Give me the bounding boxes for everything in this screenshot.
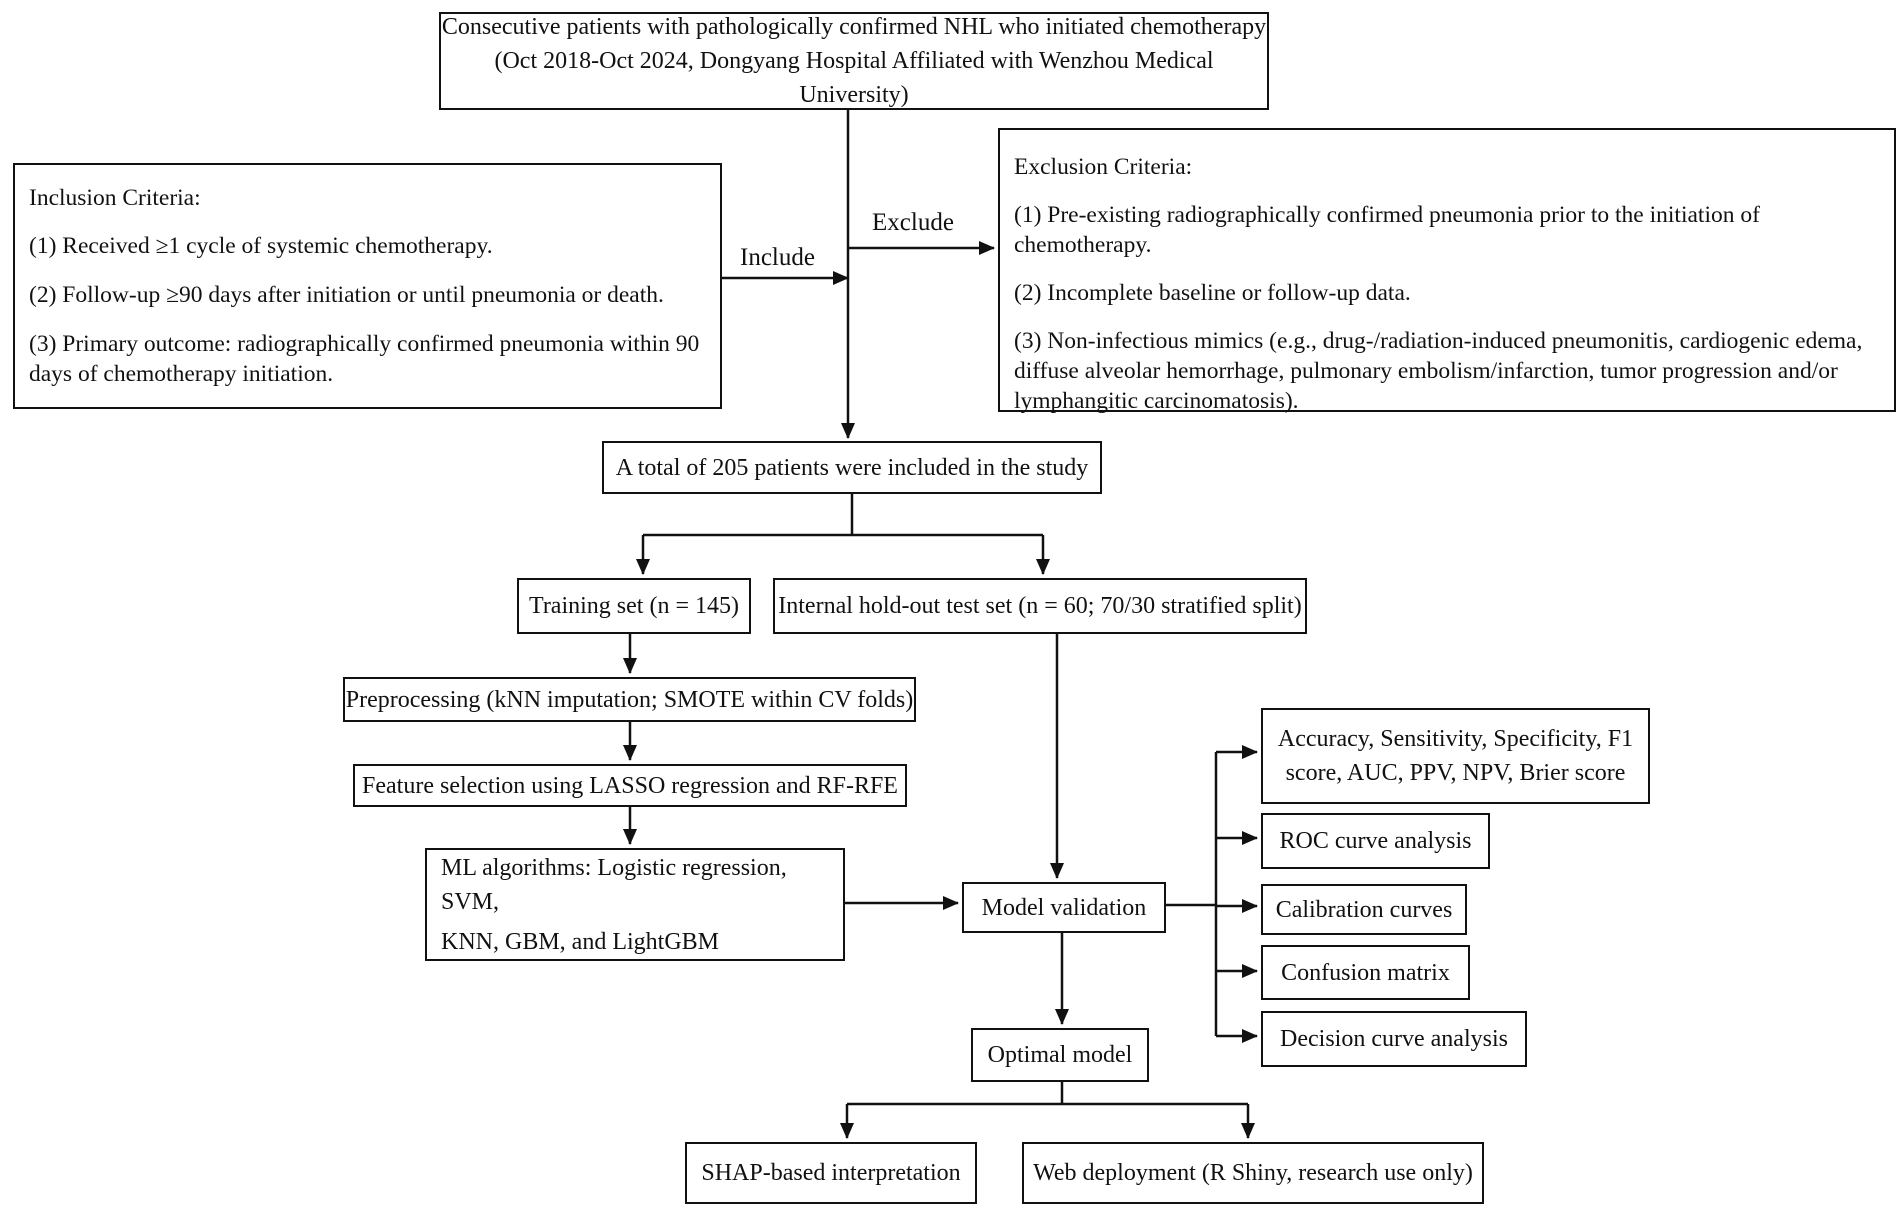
ml-algorithms-line2: KNN, GBM, and LightGBM: [441, 928, 720, 955]
exclusion-criteria-box: Exclusion Criteria: (1) Pre-existing rad…: [998, 128, 1896, 414]
model-validation-box: Model validation: [962, 882, 1166, 933]
metrics-line2: score, AUC, PPV, NPV, Brier score: [1285, 760, 1626, 786]
metrics-box: Accuracy, Sensitivity, Specificity, F1 s…: [1261, 708, 1650, 804]
cohort-source-box: Consecutive patients with pathologically…: [439, 12, 1269, 110]
feature-selection-box: Feature selection using LASSO regression…: [353, 764, 907, 807]
inclusion-criteria-box: Inclusion Criteria: (1) Received ≥1 cycl…: [13, 163, 722, 409]
cohort-source-line1: Consecutive patients with pathologically…: [441, 14, 1267, 40]
decision-curve-box: Decision curve analysis: [1261, 1011, 1527, 1067]
confusion-matrix-box: Confusion matrix: [1261, 945, 1470, 1000]
optimal-model-box: Optimal model: [971, 1028, 1149, 1082]
exclusion-title: Exclusion Criteria:: [1014, 154, 1193, 180]
inclusion-item-1: (1) Received ≥1 cycle of systemic chemot…: [29, 233, 493, 259]
cohort-source-line2: (Oct 2018-Oct 2024, Dongyang Hospital Af…: [494, 48, 1214, 108]
inclusion-item-3: (3) Primary outcome: radiographically co…: [29, 331, 700, 387]
training-set-box: Training set (n = 145): [517, 578, 751, 634]
inclusion-title: Inclusion Criteria:: [29, 185, 201, 211]
exclusion-item-3: (3) Non-infectious mimics (e.g., drug-/r…: [1014, 328, 1863, 414]
exclusion-item-2: (2) Incomplete baseline or follow-up dat…: [1014, 280, 1411, 306]
ml-algorithms-box: ML algorithms: Logistic regression, SVM,…: [425, 848, 845, 961]
exclude-label: Exclude: [872, 209, 954, 236]
include-label: Include: [740, 244, 815, 271]
exclusion-item-1: (1) Pre-existing radiographically confir…: [1014, 202, 1760, 258]
calibration-curves-box: Calibration curves: [1261, 884, 1467, 935]
test-set-box: Internal hold-out test set (n = 60; 70/3…: [773, 578, 1307, 634]
ml-algorithms-line1: ML algorithms: Logistic regression, SVM,: [441, 854, 787, 915]
roc-curve-box: ROC curve analysis: [1261, 813, 1490, 869]
preprocessing-box: Preprocessing (kNN imputation; SMOTE wit…: [343, 677, 916, 722]
shap-interpretation-box: SHAP-based interpretation: [685, 1142, 977, 1204]
metrics-line1: Accuracy, Sensitivity, Specificity, F1: [1277, 726, 1634, 752]
inclusion-item-2: (2) Follow-up ≥90 days after initiation …: [29, 282, 664, 308]
web-deployment-box: Web deployment (R Shiny, research use on…: [1022, 1142, 1484, 1204]
total-patients-box: A total of 205 patients were included in…: [602, 441, 1102, 494]
